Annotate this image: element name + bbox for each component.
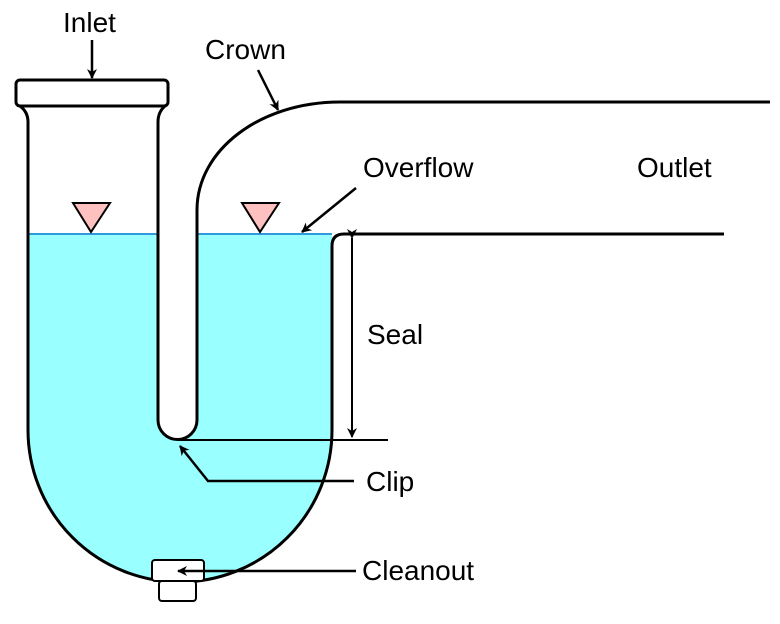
- cleanout-label: Cleanout: [362, 555, 474, 586]
- inlet-label: Inlet: [63, 7, 116, 38]
- clip-arrow: [179, 445, 354, 483]
- overflow-arrow: [301, 187, 357, 233]
- water-level-marker-left: [71, 202, 112, 234]
- crown-wall: [195, 100, 770, 232]
- inlet-cap: [14, 78, 170, 108]
- crown-arrow: [256, 69, 280, 111]
- clip-label: Clip: [366, 466, 414, 497]
- cleanout-plug-inner: [158, 580, 197, 602]
- water-body: [28, 234, 332, 582]
- seal-label: Seal: [367, 319, 423, 350]
- overflow-label: Overflow: [363, 152, 474, 183]
- water-level-marker-right: [240, 202, 281, 234]
- outlet-label: Outlet: [637, 152, 712, 183]
- inlet-inner-wall: [156, 104, 199, 441]
- crown-label: Crown: [205, 34, 286, 65]
